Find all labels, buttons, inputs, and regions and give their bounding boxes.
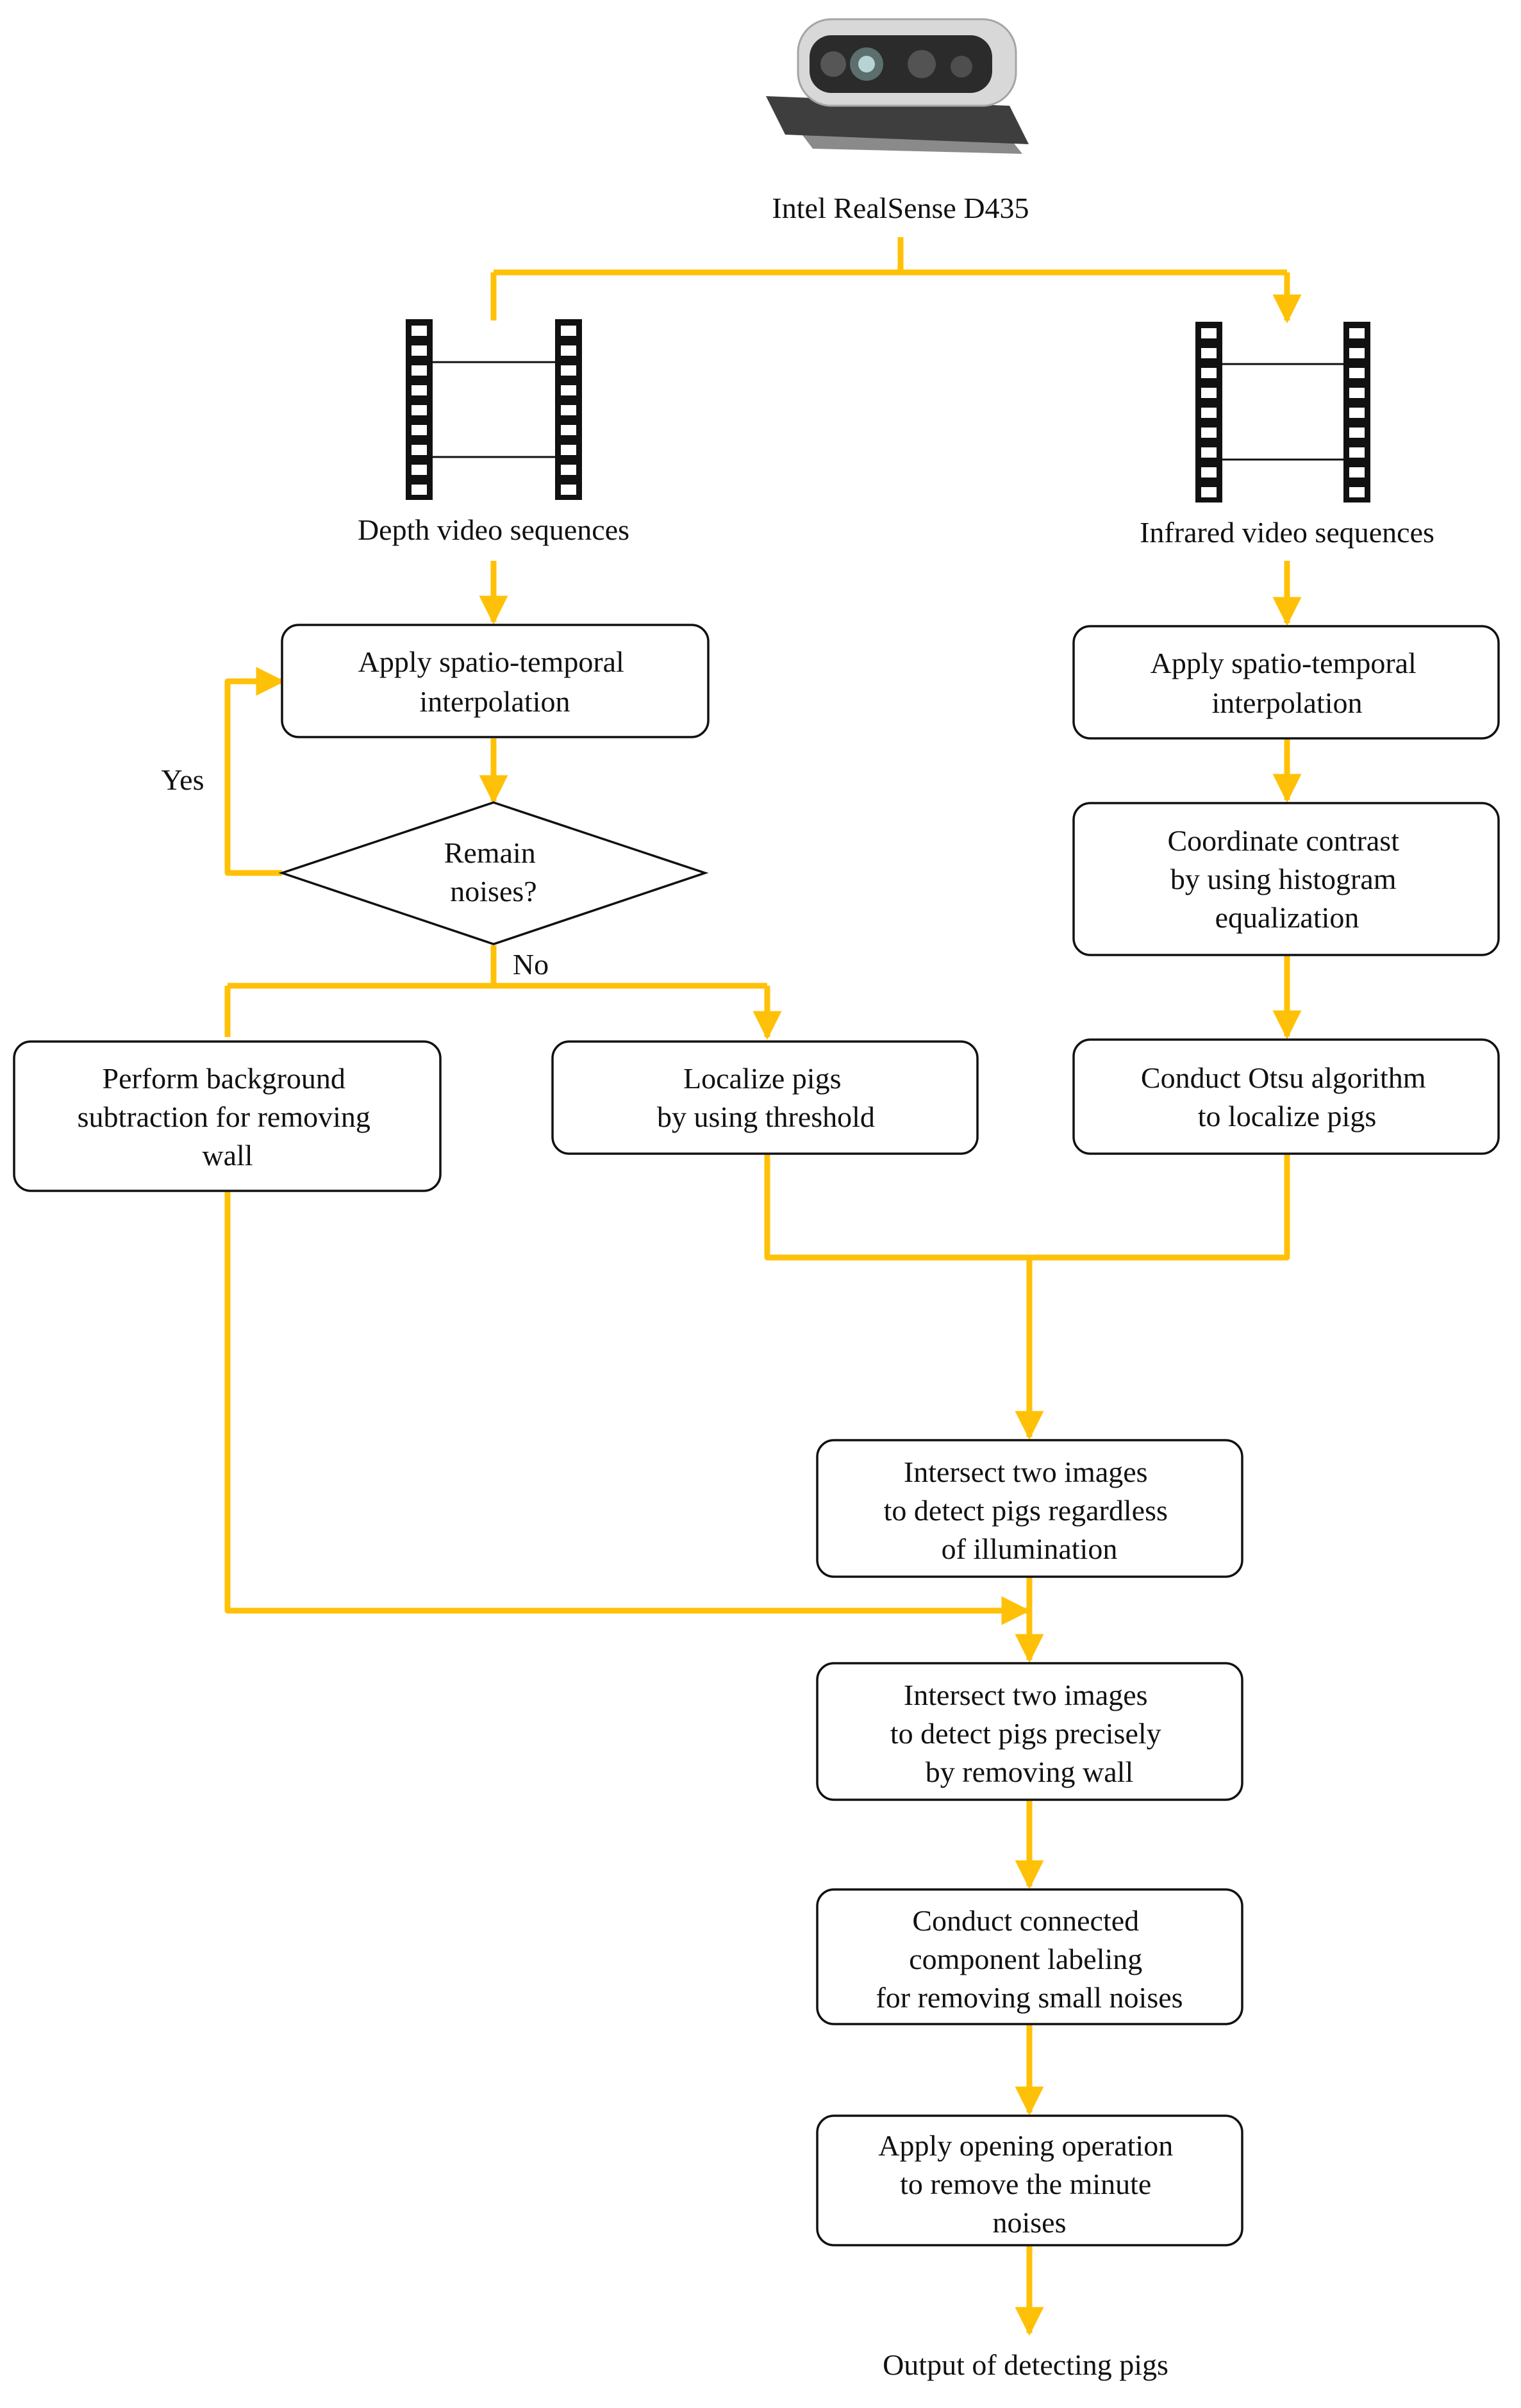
infrared-interp-text: Apply spatio-temporal interpolation xyxy=(1151,647,1424,719)
decision-yes-label: Yes xyxy=(162,763,204,796)
depth-camera-icon xyxy=(766,18,1029,154)
infrared-interp-box xyxy=(1072,625,1500,740)
contrast-text: Coordinate contrast by using histogram e… xyxy=(1167,824,1406,934)
opening-text: Apply opening operation to remove the mi… xyxy=(878,2129,1180,2239)
contrast-box xyxy=(1072,802,1500,956)
output-label: Output of detecting pigs xyxy=(883,2348,1168,2381)
intersect-wall-box xyxy=(816,1662,1243,1801)
intersect-wall-text: Intersect two images to detect pigs prec… xyxy=(890,1679,1168,1788)
opening-box xyxy=(816,2114,1243,2246)
flow-connectors xyxy=(224,237,1287,2336)
threshold-text: Localize pigs by using threshold xyxy=(657,1062,875,1133)
depth-stream-label: Depth video sequences xyxy=(358,513,629,546)
depth-interp-text: Apply spatio-temporal interpolation xyxy=(358,645,632,718)
background-subtraction-text: Perform background subtraction for remov… xyxy=(78,1062,378,1172)
ccl-text: Conduct connected component labeling for… xyxy=(876,1904,1183,2014)
background-subtraction-box xyxy=(13,1040,442,1192)
infrared-stream-label: Infrared video sequences xyxy=(1140,516,1434,549)
noise-decision-diamond xyxy=(278,801,709,945)
camera-label: Intel RealSense D435 xyxy=(772,192,1029,224)
intersect-illumination-box xyxy=(816,1439,1243,1578)
decision-no-label: No xyxy=(513,948,549,981)
intersect-illumination-text: Intersect two images to detect pigs rega… xyxy=(884,1456,1176,1565)
film-strip-icon xyxy=(406,319,582,500)
otsu-box xyxy=(1072,1038,1500,1155)
threshold-box xyxy=(551,1040,979,1155)
otsu-text: Conduct Otsu algorithm to localize pigs xyxy=(1141,1061,1433,1133)
depth-interp-box xyxy=(281,624,710,738)
film-strip-icon xyxy=(1195,322,1370,502)
ccl-box xyxy=(816,1888,1243,2025)
noise-decision-text: Remain noises? xyxy=(444,836,544,908)
